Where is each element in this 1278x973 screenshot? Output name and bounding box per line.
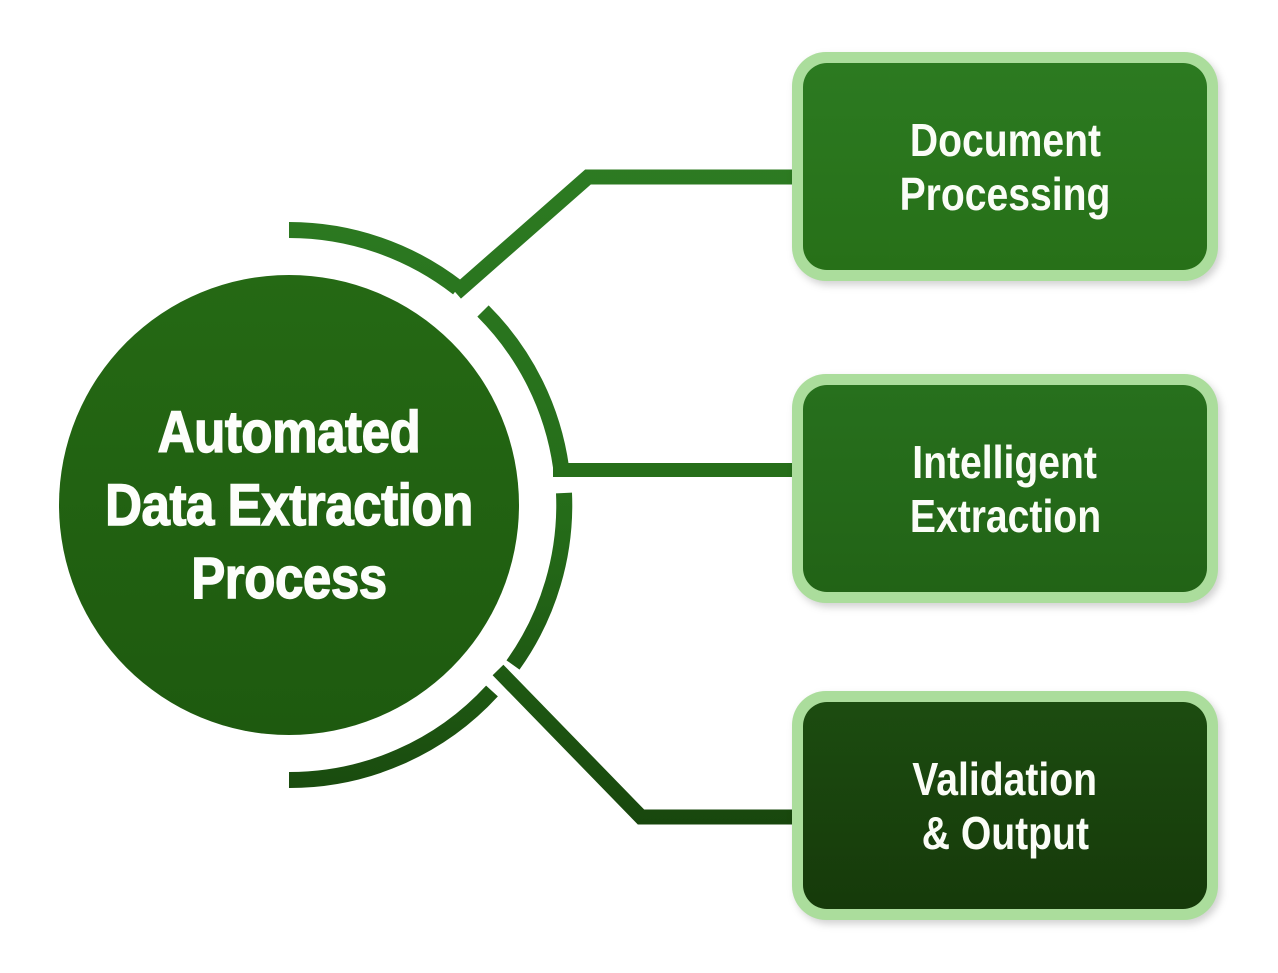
- hub-title-line: Data Extraction: [104, 472, 473, 538]
- node-intelligent-extraction: Intelligent Extraction: [792, 374, 1218, 603]
- node-label-line: Extraction: [909, 489, 1101, 542]
- node-intelligent-extraction-body: Intelligent Extraction: [803, 385, 1207, 592]
- node-validation-output-body: Validation & Output: [803, 702, 1207, 909]
- node-document-processing-body: Document Processing: [803, 63, 1207, 270]
- node-label-line: Document: [909, 113, 1101, 166]
- ring-arc-bottom: [288, 685, 498, 789]
- node-label-line: Intelligent: [912, 435, 1098, 488]
- ring-arc-lower-right: [506, 492, 573, 670]
- hub-title-line: Automated: [157, 399, 421, 465]
- ring-arc-top: [288, 222, 463, 295]
- connector-validation-output: [492, 664, 795, 825]
- ring-arc-upper-right: [477, 305, 569, 469]
- node-document-processing: Document Processing: [792, 52, 1218, 281]
- node-label-line: Validation: [912, 752, 1098, 805]
- hub-title: Automated Data Extraction Process: [104, 396, 473, 615]
- hub-title-line: Process: [191, 545, 388, 611]
- node-label-line: Processing: [899, 167, 1111, 220]
- connector-document-processing: [451, 169, 795, 299]
- node-label-line: & Output: [921, 806, 1089, 859]
- node-validation-output: Validation & Output: [792, 691, 1218, 920]
- central-circle: Automated Data Extraction Process: [59, 275, 519, 735]
